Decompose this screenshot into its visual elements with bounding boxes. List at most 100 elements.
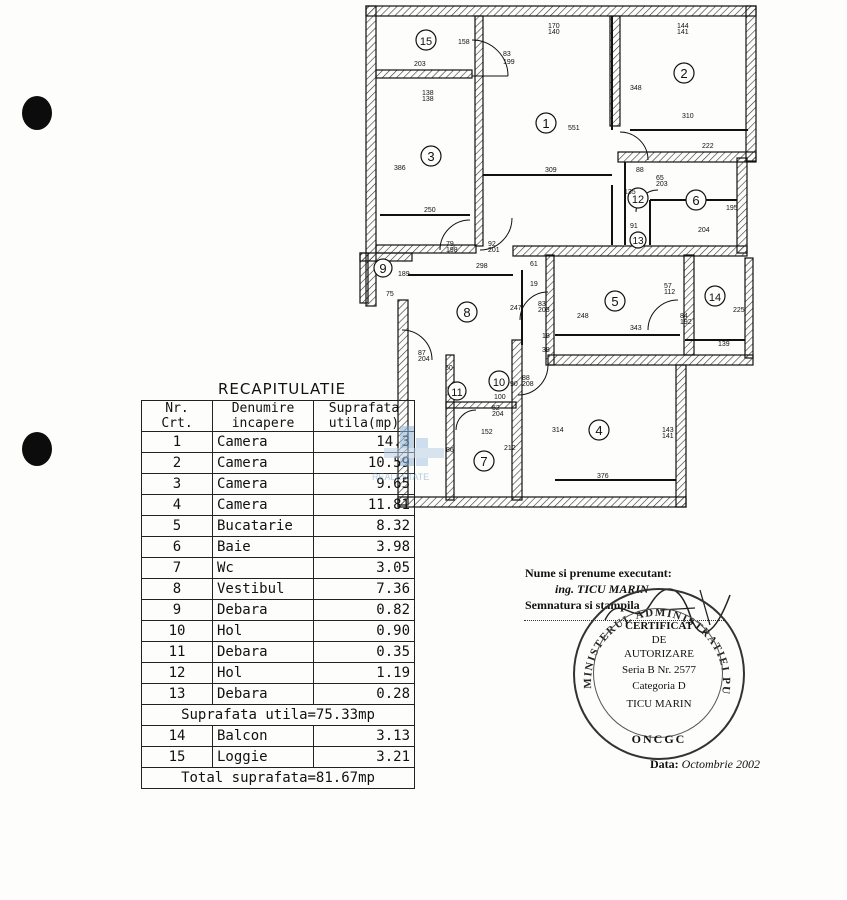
room-label-2: 2 [673, 62, 695, 84]
row-number: 4 [141, 494, 213, 516]
dimension-label: 112 [664, 289, 675, 296]
dimension-label: 551 [568, 125, 580, 132]
stamp-bottom: ONCGC [631, 732, 687, 746]
svg-text:14: 14 [709, 292, 721, 304]
row-number: 5 [141, 515, 213, 537]
stamp-line-4: Seria B Nr. 2577 [622, 664, 696, 676]
dimension-label: 88 [522, 375, 530, 382]
svg-text:5: 5 [611, 294, 618, 309]
dimension-label: 386 [394, 165, 406, 172]
stamp-inner-ring [593, 608, 723, 738]
room-name: Debara [212, 599, 314, 621]
room-label-5: 5 [604, 290, 626, 312]
dimension-label: 83 [503, 51, 511, 58]
room-name: Baie [212, 536, 314, 558]
dimension-label: 61 [530, 261, 538, 268]
row-number: 13 [141, 683, 213, 705]
punch-hole-top [22, 96, 52, 130]
stamp-line-6: TICU MARIN [626, 698, 692, 710]
dimension-label: 140 [548, 29, 560, 36]
room-label-4: 4 [588, 419, 610, 441]
recap-title: RECAPITULATIE [218, 380, 347, 398]
dimension-label: 144 [677, 23, 689, 30]
dimension-label: 170 [548, 23, 560, 30]
row-number: 14 [141, 725, 213, 747]
dimension-label: 314 [552, 427, 564, 434]
dimension-label: 84 [680, 313, 688, 320]
dimension-label: 250 [424, 207, 436, 214]
stamp-line-1: CERTIFICAT [625, 620, 693, 632]
svg-text:15: 15 [420, 36, 432, 48]
dimension-label: 100 [494, 394, 506, 401]
room-area: 3.98 [313, 536, 415, 558]
total-row: Total suprafata=81.67mp [141, 767, 415, 789]
room-area: 3.21 [313, 746, 415, 768]
dimension-label: 204 [698, 227, 710, 234]
room-label-1: 1 [535, 112, 557, 134]
dimension-label: 199 [503, 59, 515, 66]
row-number: 1 [141, 431, 213, 453]
svg-text:8: 8 [463, 305, 470, 320]
room-name: Bucatarie [212, 515, 314, 537]
dimension-label: 203 [414, 61, 426, 68]
svg-text:1: 1 [542, 116, 549, 131]
subtotal-row: Suprafata utila=75.33mp [141, 704, 415, 726]
svg-text:7: 7 [480, 454, 487, 469]
dimension-label: 52 [492, 405, 500, 412]
row-number: 8 [141, 578, 213, 600]
dimension-label: 65 [656, 175, 664, 182]
dimension-label: 309 [545, 167, 557, 174]
watermark-logo-icon [384, 426, 444, 466]
dimension-label: 198 [446, 247, 458, 254]
room-label-7: 7 [473, 450, 495, 472]
row-number: 2 [141, 452, 213, 474]
room-area: 7.36 [313, 578, 415, 600]
header-nr: Nr.Crt. [141, 400, 213, 432]
stamp-line-2: DE [651, 634, 667, 646]
room-area: 0.90 [313, 620, 415, 642]
dimension-label: 135 [624, 189, 636, 196]
date-value: Octombrie 2002 [681, 757, 760, 771]
room-name: Loggie [212, 746, 314, 768]
dimension-label: 92 [488, 241, 496, 248]
engineer-name: ing. TICU MARIN [555, 582, 649, 596]
dimension-label: 83 [538, 301, 546, 308]
room-label-6: 6 [685, 189, 707, 211]
row-number: 15 [141, 746, 213, 768]
dimension-label: 38 [542, 347, 550, 354]
room-area: 1.19 [313, 662, 415, 684]
dimension-label: 192 [680, 319, 692, 326]
room-name: Debara [212, 641, 314, 663]
dimension-label: 152 [481, 429, 493, 436]
dimension-label: 348 [630, 85, 642, 92]
dimension-label: 204 [492, 411, 504, 418]
svg-text:12: 12 [632, 194, 644, 206]
dimension-label: 90 [510, 381, 518, 388]
executant-label: Nume si prenume executant: [525, 566, 672, 580]
row-number: 11 [141, 641, 213, 663]
room-area: 0.82 [313, 599, 415, 621]
dimension-label: 208 [522, 381, 534, 388]
svg-text:9: 9 [379, 261, 386, 276]
dimension-label: 75 [386, 291, 394, 298]
dimension-label: 79 [446, 241, 454, 248]
row-number: 3 [141, 473, 213, 495]
row-number: 6 [141, 536, 213, 558]
room-name: Vestibul [212, 578, 314, 600]
dimension-label: 201 [488, 247, 500, 254]
dimension-label: 141 [662, 433, 674, 440]
room-label-12: 12 [627, 187, 649, 209]
dimension-label: 88 [636, 167, 644, 174]
room-label-11: 11 [447, 381, 467, 401]
date-label: Data: [650, 757, 679, 771]
room-name: Camera [212, 452, 314, 474]
room-area: 0.35 [313, 641, 415, 663]
dimension-label: 86 [446, 447, 454, 454]
